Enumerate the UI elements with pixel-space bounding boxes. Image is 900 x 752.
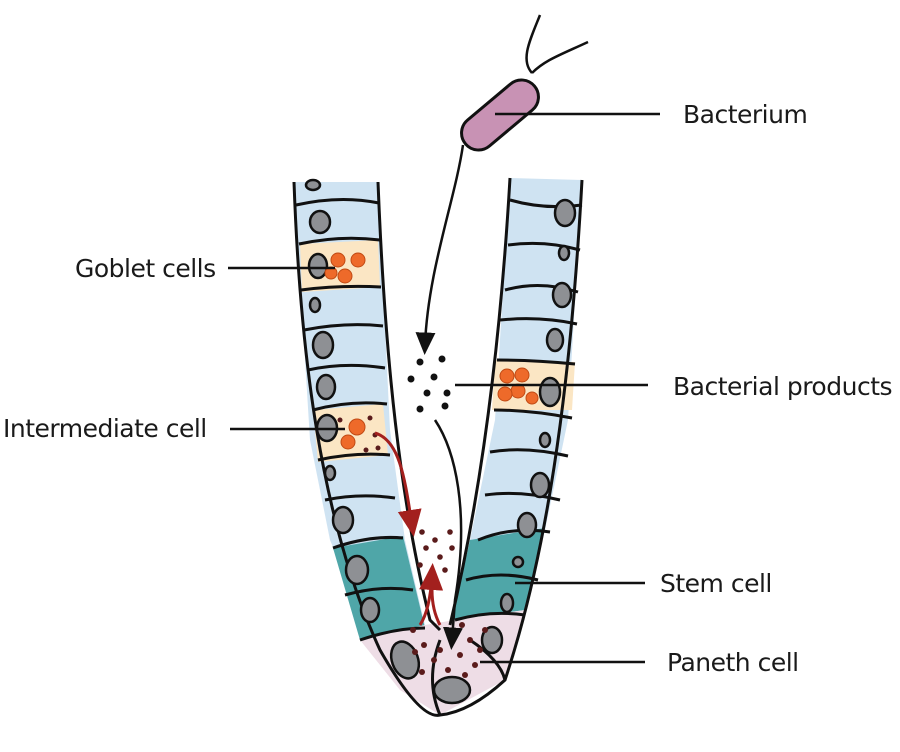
- label-intermediate-cell: Intermediate cell: [3, 414, 207, 443]
- bacterium-to-lumen-arrow: [415, 144, 465, 355]
- lumen-to-paneth-arrow: [433, 419, 463, 650]
- label-goblet-cells: Goblet cells: [75, 254, 216, 283]
- secreted-granules: [417, 529, 455, 573]
- paneth-granules: [337, 415, 488, 678]
- label-bacterial-products: Bacterial products: [673, 372, 892, 401]
- label-paneth-cell: Paneth cell: [667, 648, 799, 677]
- flagellum: [525, 14, 542, 74]
- intermediate-secretion-arrow: [374, 431, 422, 537]
- flagellum: [531, 40, 589, 74]
- nuclei: [304, 178, 577, 705]
- goblet-granules: [324, 252, 539, 450]
- label-bacterium: Bacterium: [683, 100, 807, 129]
- label-stem-cell: Stem cell: [660, 569, 772, 598]
- bacterium: [460, 14, 589, 152]
- bacterial-products: [407, 355, 451, 413]
- paneth-secretion-arrow: [418, 563, 444, 626]
- paneth-secretion-arrow-2: [430, 589, 442, 626]
